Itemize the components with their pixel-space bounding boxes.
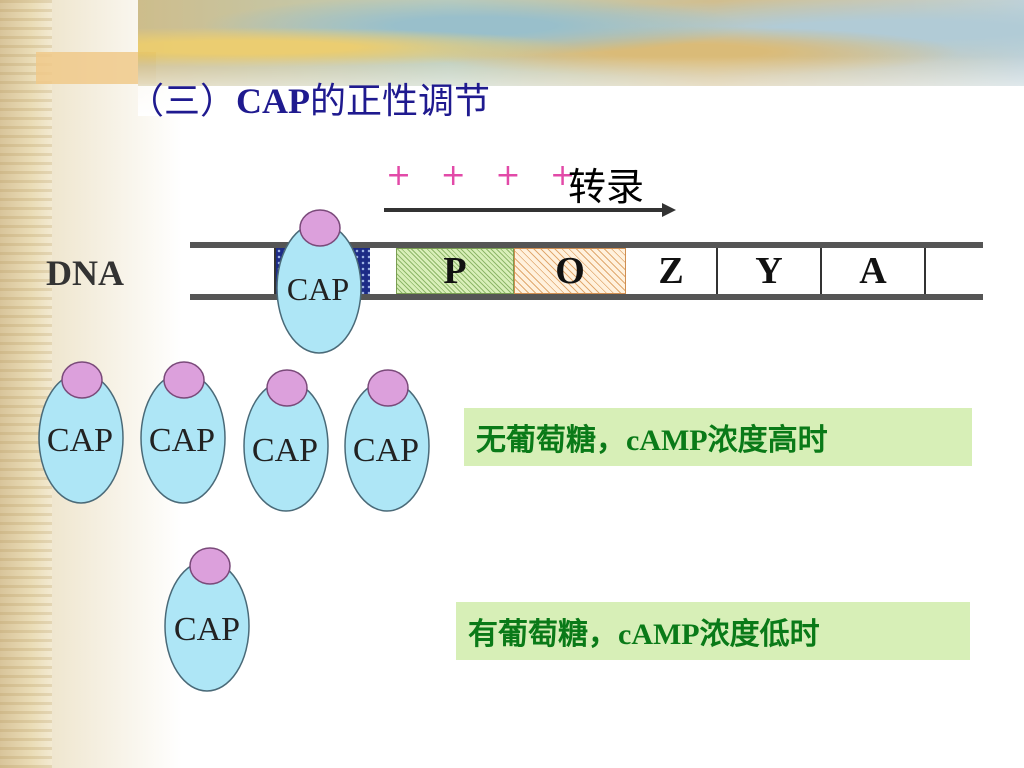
- cap-protein-free-2: CAP: [140, 361, 226, 504]
- dna-top-strand: [190, 242, 983, 248]
- transcription-plus-marks: + + + +: [386, 158, 586, 193]
- cap-protein-bound: CAP: [276, 209, 362, 354]
- gene-y-segment: Y: [718, 248, 822, 294]
- cap-protein-free-1-label: CAP: [47, 422, 113, 459]
- cap-protein-free-1: CAP: [38, 361, 124, 504]
- title-suffix: 的正性调节: [310, 81, 491, 121]
- condition-no-glucose: 无葡萄糖，cAMP浓度高时: [464, 408, 972, 466]
- dna-upstream-segment: [190, 248, 276, 294]
- dna-bottom-strand: [190, 294, 983, 300]
- cap-protein-inactive: CAP: [164, 547, 250, 692]
- cap-protein-inactive-label: CAP: [174, 611, 240, 648]
- transcription-arrow: [384, 203, 676, 217]
- promoter-segment: P: [396, 248, 514, 294]
- title-prefix: （三）: [128, 81, 237, 121]
- dna-spacer-segment: [370, 248, 396, 294]
- cap-protein-free-4-label: CAP: [353, 432, 419, 469]
- transcription-label: 转录: [568, 167, 645, 209]
- condition-with-glucose: 有葡萄糖，cAMP浓度低时: [456, 602, 970, 660]
- cap-protein-free-3-label: CAP: [252, 432, 318, 469]
- cap-protein-free-3: CAP: [243, 369, 329, 512]
- cap-protein-bound-label: CAP: [287, 271, 349, 307]
- gene-z-segment: Z: [626, 248, 718, 294]
- slide-title: （三）CAP的正性调节: [128, 72, 490, 124]
- gene-a-segment: A: [822, 248, 926, 294]
- title-cap: CAP: [236, 81, 311, 121]
- operator-segment: O: [514, 248, 626, 294]
- cap-protein-free-2-label: CAP: [149, 422, 215, 459]
- top-left-accent-block: [36, 52, 156, 84]
- dna-downstream-segment: [926, 248, 983, 294]
- top-banner-fade: [138, 56, 1024, 116]
- left-decorative-strip: [0, 0, 52, 768]
- cap-protein-free-4: CAP: [344, 369, 430, 512]
- dna-label: DNA: [46, 253, 124, 293]
